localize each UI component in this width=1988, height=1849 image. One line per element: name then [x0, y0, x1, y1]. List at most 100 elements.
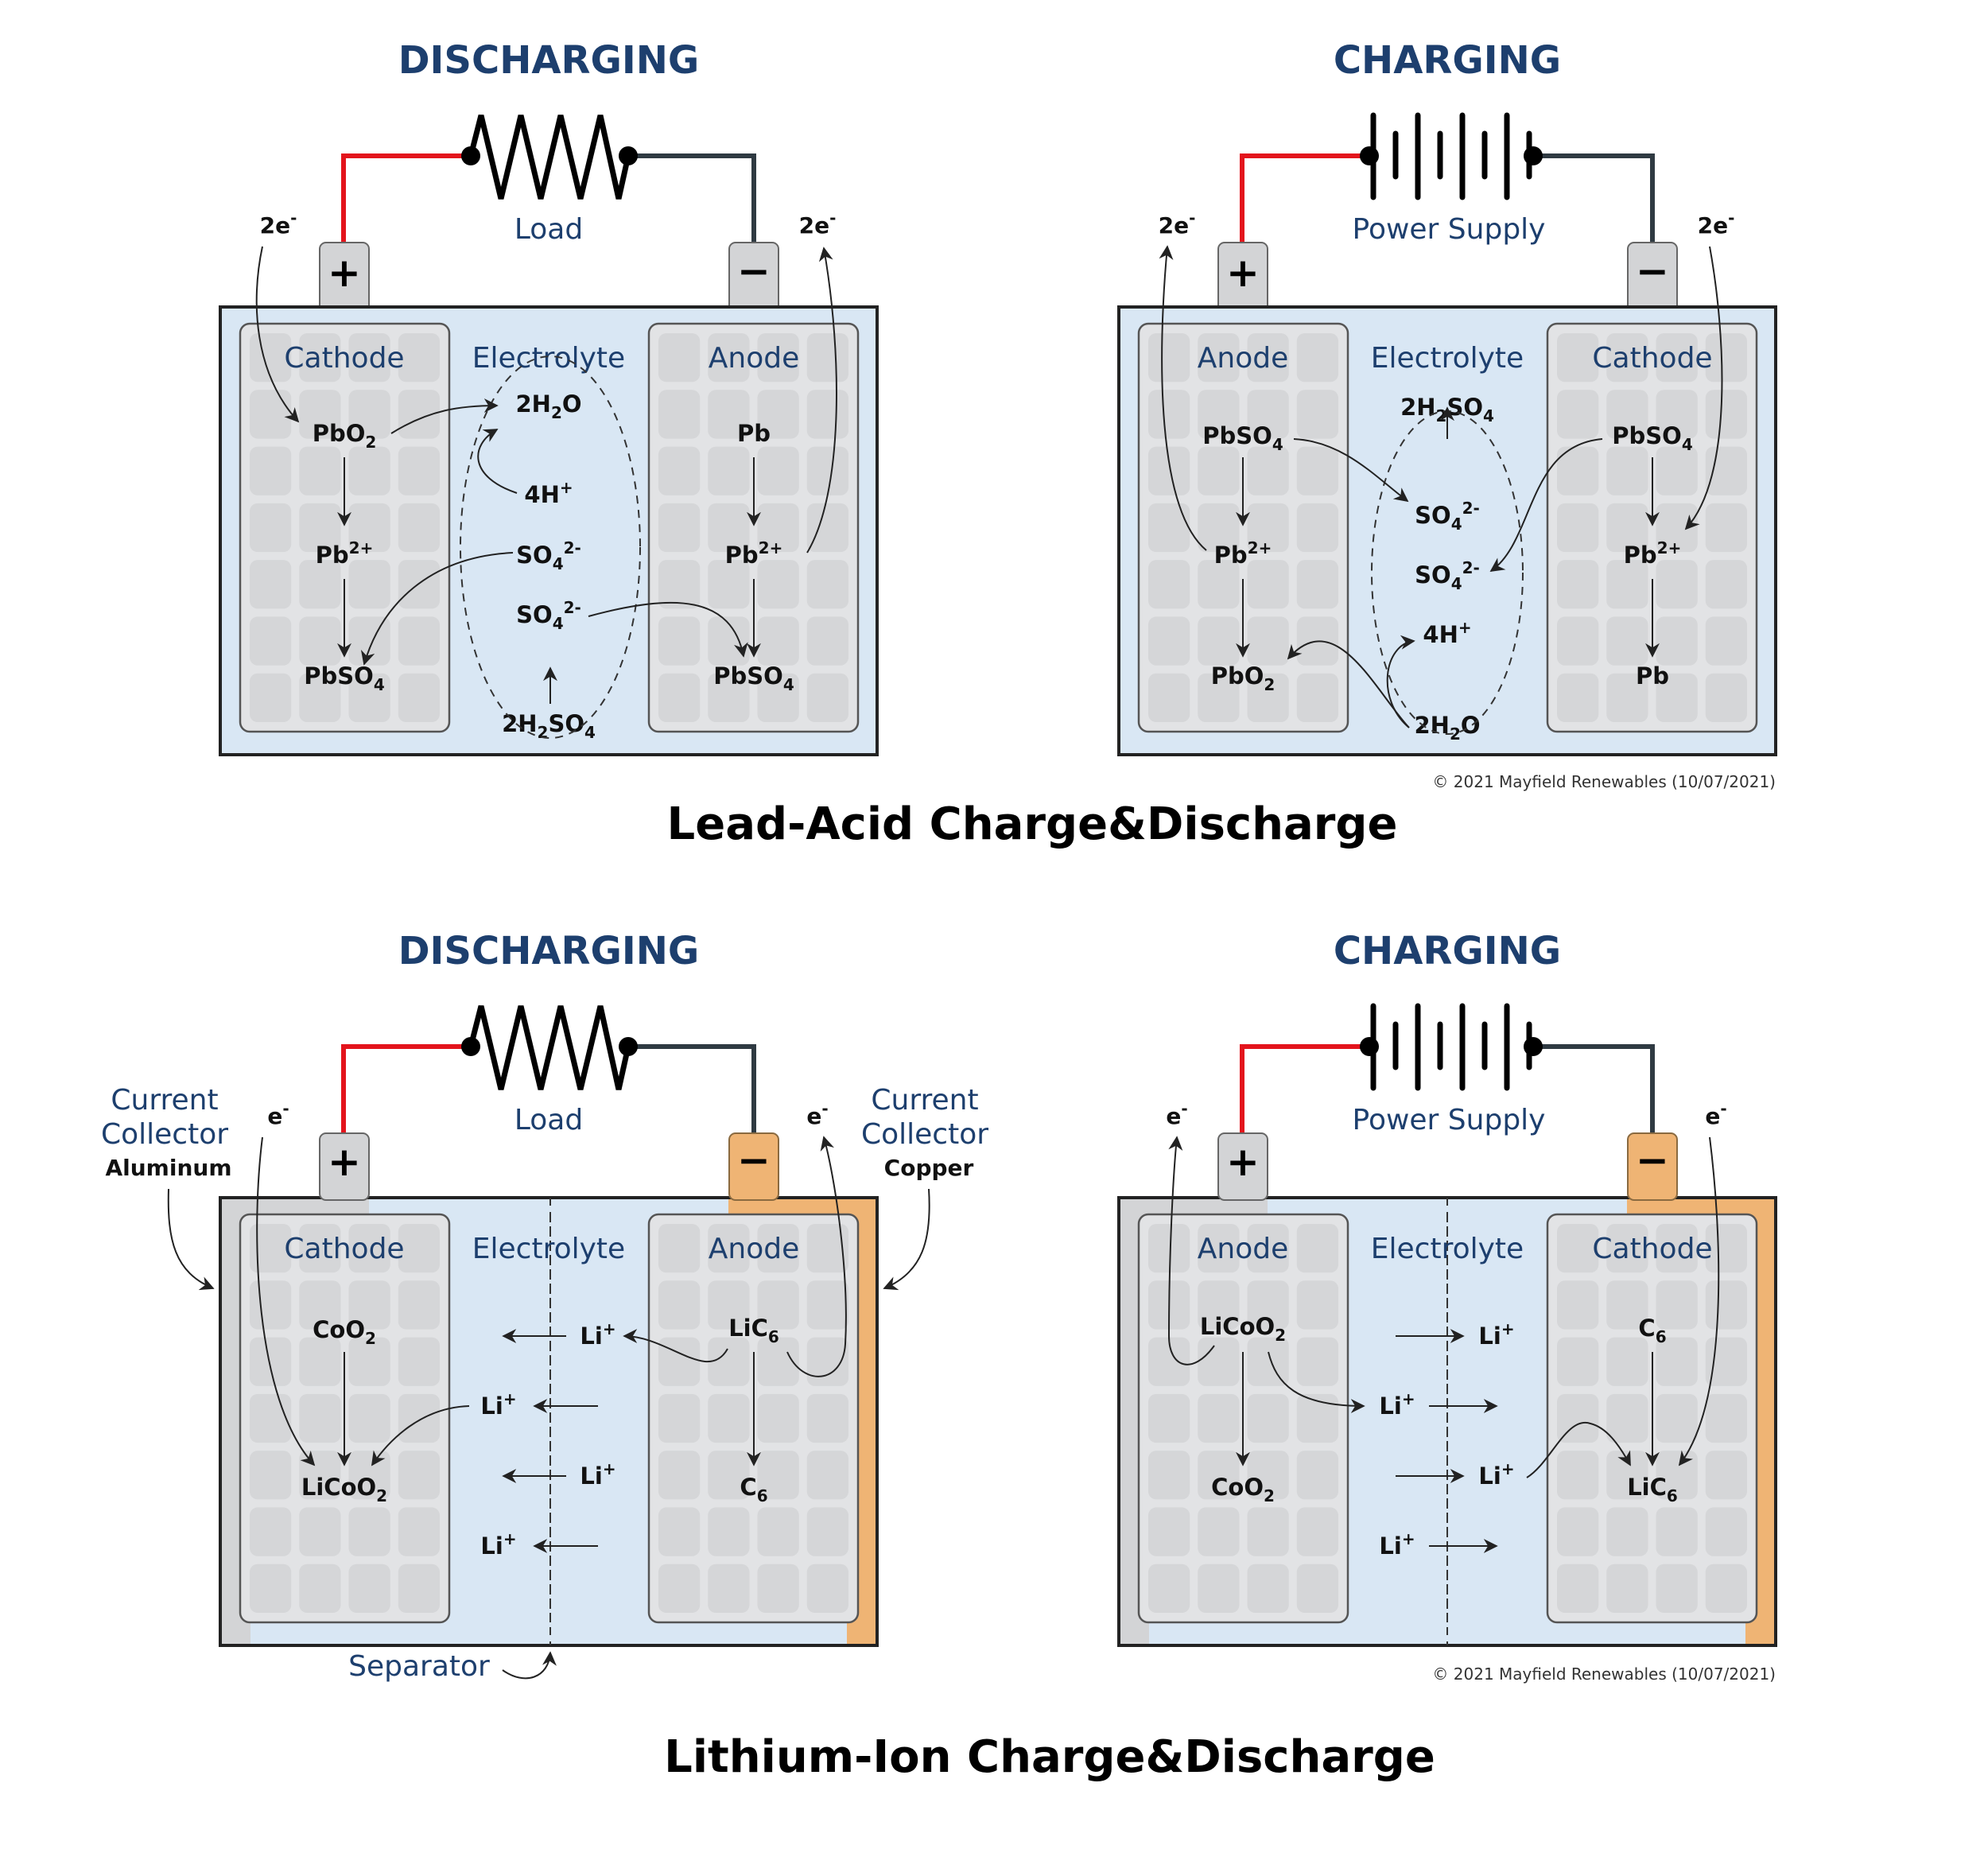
plate-grid-cell [1705, 446, 1747, 495]
plate-grid-cell [1247, 1337, 1289, 1386]
collector-label-left: Current [111, 1084, 218, 1117]
plate-grid-cell [1606, 390, 1648, 439]
plate-grid-cell [1247, 1280, 1289, 1330]
negative-wire [628, 1044, 756, 1137]
cathode-label: Cathode [284, 342, 404, 375]
plate-grid-cell [1606, 560, 1648, 609]
plate-grid-cell [1148, 1224, 1190, 1273]
plate-grid-cell [1198, 390, 1240, 439]
electron-flow-arrow [786, 1136, 847, 1377]
plate-grid-cell [1247, 560, 1289, 609]
plate-grid-cell [1656, 390, 1698, 439]
plate-grid-cell [1705, 1451, 1747, 1500]
plate-grid-cell [1148, 1451, 1190, 1500]
plus-sign: + [1226, 250, 1260, 296]
plate-grid-cell [1705, 390, 1747, 439]
plate-grid-cell [1705, 1507, 1747, 1556]
plate-grid-cell [1247, 1393, 1289, 1443]
plate-grid-cell [1296, 1393, 1338, 1443]
plate-grid-cell [1557, 1280, 1599, 1330]
plate-grid-cell [1606, 1337, 1648, 1386]
electron-label-left: 2e- [260, 208, 297, 239]
plate-grid-cell [1656, 1280, 1698, 1330]
plate-grid-cell [250, 503, 292, 553]
plate-grid-cell [250, 333, 292, 383]
cathode-label: Cathode [1592, 1233, 1712, 1265]
power-supply-label: Power Supply [1353, 1104, 1546, 1136]
positive-wire [341, 1044, 469, 1137]
plate-grid-cell [1557, 1563, 1599, 1613]
plate-grid-cell [708, 1224, 750, 1273]
chemical-species: PbSO4 [713, 662, 794, 694]
plate-grid-cell [1198, 333, 1240, 383]
chemical-species: Pb [1636, 662, 1669, 689]
plate-grid-cell [348, 1563, 390, 1613]
plate-grid-cell [1296, 1280, 1338, 1330]
plate-grid-cell [1148, 1507, 1190, 1556]
electrolyte-label: Electrolyte [472, 342, 625, 375]
plate-grid-cell [1557, 1337, 1599, 1386]
plate-grid-cell [708, 1280, 750, 1330]
li-ion-label: Li+ [1478, 1459, 1514, 1490]
electrode-plate-body [1137, 322, 1349, 733]
lead-acid-discharging-panel: DISCHARGING Load + − 2e- 2e- Cathode Ele… [219, 38, 879, 756]
plate-grid-cell [658, 1451, 701, 1500]
lithium-ion-caption: Lithium-Ion Charge&Discharge [664, 1731, 1435, 1783]
plate-grid-cell [1705, 1563, 1747, 1613]
plate-grid-cell [1656, 1393, 1698, 1443]
copyright-notice: © 2021 Mayfield Renewables (10/07/2021) [1432, 1664, 1776, 1684]
chemical-species: 2H2O [1414, 712, 1480, 744]
plate-grid-cell [708, 1563, 750, 1613]
panel-title: DISCHARGING [398, 38, 700, 83]
plate-grid-cell [658, 1563, 701, 1613]
plate-grid-cell [250, 446, 292, 495]
chemical-species: PbO2 [313, 420, 377, 452]
plate-grid-cell [1148, 560, 1190, 609]
plate-grid-cell [757, 503, 799, 553]
plate-grid-cell [398, 333, 440, 383]
plate-grid-cell [806, 560, 848, 609]
plate-grid-cell [1606, 446, 1648, 495]
separator-label: Separator [348, 1650, 490, 1683]
plate-grid-cell [757, 1337, 799, 1386]
plate-grid-cell [299, 616, 341, 666]
chemical-species: Pb2+ [316, 538, 374, 569]
plate-grid-cell [1148, 333, 1190, 383]
minus-sign: − [737, 248, 771, 294]
plate-grid-cell [806, 616, 848, 666]
plate-grid-cell [299, 390, 341, 439]
plate-grid-cell [1705, 673, 1747, 722]
reaction-arrow [1268, 1351, 1365, 1413]
electrolyte-label: Electrolyte [1371, 342, 1524, 375]
plate-grid-cell [708, 1507, 750, 1556]
electrode-plate-body [1546, 322, 1758, 733]
plate-grid-cell [1557, 1451, 1599, 1500]
chemical-species: Li+ [580, 1319, 615, 1350]
lithium-ion-migration: Li+ Li+ Li+ Li+ [480, 1319, 615, 1560]
copyright-notice: © 2021 Mayfield Renewables (10/07/2021) [1432, 772, 1776, 791]
plate-grid-cell [299, 560, 341, 609]
plate-grid-cell [348, 1280, 390, 1330]
plate-grid-cell [658, 390, 701, 439]
chemical-species: CoO2 [313, 1316, 376, 1348]
li-ion-label: Li+ [580, 1319, 615, 1350]
electrode-plate-body [239, 322, 451, 733]
plate-grid-cell [299, 1280, 341, 1330]
positive-wire [341, 153, 469, 247]
chemical-species: C6 [1638, 1315, 1666, 1346]
plate-grid-cell [1198, 1337, 1240, 1386]
electron-flow-arrow [1167, 1136, 1215, 1365]
reaction-arrow [371, 1405, 470, 1466]
plate-grid-cell [1656, 616, 1698, 666]
plate-grid-cell [1557, 616, 1599, 666]
plate-grid-cell [806, 673, 848, 722]
battery-casing-outline [219, 1196, 879, 1647]
plate-grid-cell [398, 1337, 440, 1386]
plate-grid-cell [658, 503, 701, 553]
anode-label: Anode [1198, 342, 1288, 375]
